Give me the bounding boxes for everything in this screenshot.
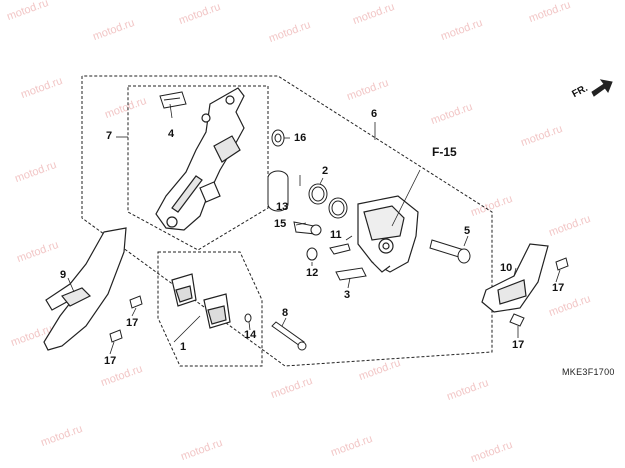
part-label-13: 13 [276,201,289,213]
pad-spring [159,91,187,109]
part-label-8: 8 [282,307,289,319]
caliper-pin [293,221,322,236]
part-label-11: 11 [330,229,342,241]
pad-pin-bolt [271,321,307,351]
part-label-3: 3 [344,289,351,301]
part-label-14: 14 [244,329,257,341]
shim [244,313,252,323]
piston-seals [308,183,348,219]
part-label-7: 7 [106,130,113,142]
boot [271,129,285,147]
part-label-17: 17 [126,317,139,329]
bracket-frame [127,85,269,251]
bolts [109,257,569,343]
part-label-17: 17 [512,339,525,351]
reference-label: F-15 [432,145,457,159]
part-label-17: 17 [104,355,117,367]
part-label-4: 4 [168,128,175,140]
part-label-16: 16 [294,132,307,144]
piston [267,170,289,212]
caliper-bracket [155,87,245,231]
part-label-6: 6 [371,108,378,120]
brake-pads [171,273,231,329]
part-label-9: 9 [60,269,67,281]
disc-guard [43,227,127,351]
spring-clip [335,267,367,281]
bleeder-valve [329,243,351,255]
leader-lines [67,103,561,355]
part-label-10: 10 [500,262,513,274]
bleeder-cap [306,247,318,261]
chain-guard [481,243,549,313]
part-label-12: 12 [306,267,319,279]
part-label-17: 17 [552,282,565,294]
caliper-body [357,195,419,273]
part-label-1: 1 [180,341,187,353]
assembly-frame [81,75,493,367]
front-arrow-icon [591,79,613,97]
pad-frame [157,251,263,367]
catalog-code: MKE3F1700 [562,367,615,377]
part-label-15: 15 [274,218,287,230]
part-label-5: 5 [464,225,471,237]
part-label-2: 2 [322,165,329,177]
pad-pin [429,239,471,264]
